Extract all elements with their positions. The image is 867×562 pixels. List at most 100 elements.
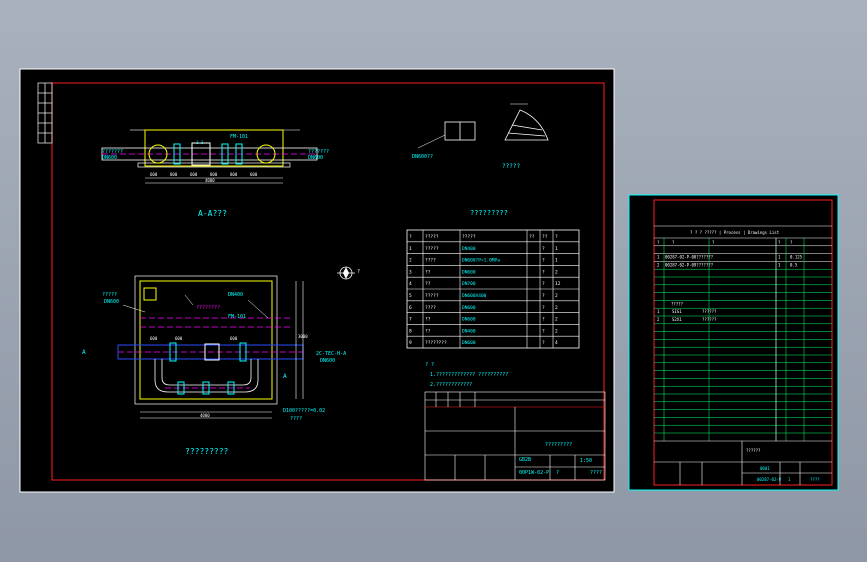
detail-label: ????? — [502, 163, 520, 170]
table-cell: DN600 — [462, 269, 476, 275]
table-cell: 2 — [555, 328, 558, 334]
top-left-dn-label: DN600 — [102, 155, 117, 161]
list-sub-cell: ?????? — [702, 317, 717, 322]
title-block-2 — [654, 440, 832, 485]
plan-a-right: A — [283, 373, 287, 380]
list-cell: 00287-02-P-09??????? — [665, 262, 714, 267]
table-cell: ? — [542, 293, 545, 299]
sheet-1-frame — [19, 68, 615, 493]
svg-text:600: 600 — [175, 336, 183, 341]
list-cell: 0.5 — [790, 262, 798, 267]
sheet2-company: ???? — [810, 477, 820, 482]
sheet1-number: 00P1W-02-P — [519, 470, 549, 476]
list-header-cell: ? — [790, 240, 793, 245]
svg-text:600: 600 — [150, 336, 158, 341]
plan-right-top-label: DN400 — [228, 292, 243, 298]
plan-inner-label: ???????? — [196, 305, 220, 311]
svg-text:600: 600 — [250, 172, 258, 177]
material-table: ????????????????1?????DN400?12????DN600?… — [406, 229, 580, 349]
table-cell: 1 — [555, 258, 558, 264]
list-cell: 2 — [657, 262, 660, 267]
svg-text:600: 600 — [190, 172, 198, 177]
table-cell: ???? — [425, 305, 436, 311]
table-cell: ? — [542, 340, 545, 346]
table-cell: 5 — [409, 293, 412, 299]
sheet1-code: GB2B — [519, 457, 531, 463]
note-line: ? ? — [425, 362, 434, 368]
table-cell: ????? — [425, 293, 439, 299]
sheet-2: ? ? ? ????? | Process | Drawings List ??… — [628, 194, 839, 491]
table-cell: 3 — [409, 269, 412, 275]
table-cell: ? — [542, 258, 545, 264]
table-cell: 2 — [555, 293, 558, 299]
svg-text:1-1: 1-1 — [196, 140, 204, 145]
svg-text:4000: 4000 — [200, 413, 210, 418]
plan-fm-label: FM-101 — [228, 314, 246, 320]
table-cell: 2 — [555, 317, 558, 323]
sheet-2-border — [653, 199, 833, 486]
svg-text:4000: 4000 — [205, 178, 215, 183]
table-cell: 2 — [555, 305, 558, 311]
sheet2-number: 00287-02-P — [757, 477, 782, 482]
table-cell: DN600 — [462, 317, 476, 323]
table-cell: 2 — [409, 258, 412, 264]
list-header-cell: ? — [657, 240, 660, 245]
table-cell: ? — [542, 246, 545, 252]
table-header-cell: ?? — [529, 234, 535, 240]
plan-view-title: ????????? — [185, 447, 229, 456]
list-sub-cell: S2X1 — [672, 317, 682, 322]
table-cell: ? — [542, 281, 545, 287]
list-cell: 1 — [778, 255, 781, 260]
compass-icon — [337, 266, 355, 280]
svg-text:600: 600 — [230, 336, 238, 341]
table-cell: ???? — [425, 258, 436, 264]
list-sub-heading: ????? — [671, 301, 684, 306]
list-cell: 1 — [778, 262, 781, 267]
table-header-cell: ? — [555, 234, 558, 240]
list-cell: 00287-02-P-08??????? — [665, 255, 714, 260]
sheet2-sheet: 1 — [788, 477, 791, 482]
sheet-2-frame — [628, 194, 839, 491]
top-fm-label: FM-101 — [230, 134, 248, 140]
compass-label: ? — [357, 269, 360, 275]
table-cell: ? — [542, 269, 545, 275]
table-cell: ?? — [425, 269, 431, 275]
top-right-pipe-label: ??????? — [308, 149, 329, 155]
table-cell: ? — [542, 317, 545, 323]
section-a-a-label: A-A??? — [198, 209, 227, 218]
sheet1-drawing-name: ????????? — [545, 442, 572, 448]
plan-bottom-note: D100?????=0.02 — [283, 408, 325, 414]
svg-text:800: 800 — [210, 172, 218, 177]
list-sub-cell: 1 — [657, 309, 660, 314]
sheet1-scale: 1:50 — [580, 458, 592, 464]
sheet1-company: ???? — [590, 470, 602, 476]
table-cell: 2 — [555, 269, 558, 275]
top-left-pipe-label: ??????? — [102, 149, 123, 155]
table-cell: ?? — [425, 328, 431, 334]
title-block-1 — [424, 391, 606, 481]
table-cell: 9 — [409, 340, 412, 346]
table-header-cell: ?? — [542, 234, 548, 240]
svg-text:800: 800 — [170, 172, 178, 177]
table-cell: DN400 — [462, 246, 476, 252]
table-cell: 6 — [409, 305, 412, 311]
list-sub-cell: 2 — [657, 317, 660, 322]
plan-a-left: A — [82, 349, 86, 356]
table-cell: 7 — [409, 317, 412, 323]
plan-left-dn-label: DN600 — [104, 299, 119, 305]
table-header-cell: ? — [409, 234, 412, 240]
plan-bottom-note2: ???? — [290, 416, 302, 422]
sheet2-drawing-name: ?????? — [746, 448, 761, 453]
plan-left-label: ????? — [102, 292, 117, 298]
svg-text:600: 600 — [150, 172, 158, 177]
list-cell: 1 — [657, 255, 660, 260]
list-cell: 0.125 — [790, 255, 803, 260]
table-cell: ????? — [425, 246, 439, 252]
svg-text:800: 800 — [230, 172, 238, 177]
detail-tag: DN600?? — [412, 154, 433, 160]
table-cell: DN600?P=1.0MPa — [462, 258, 500, 264]
table-cell: ?? — [425, 317, 431, 323]
table-header-cell: ????? — [462, 234, 476, 240]
